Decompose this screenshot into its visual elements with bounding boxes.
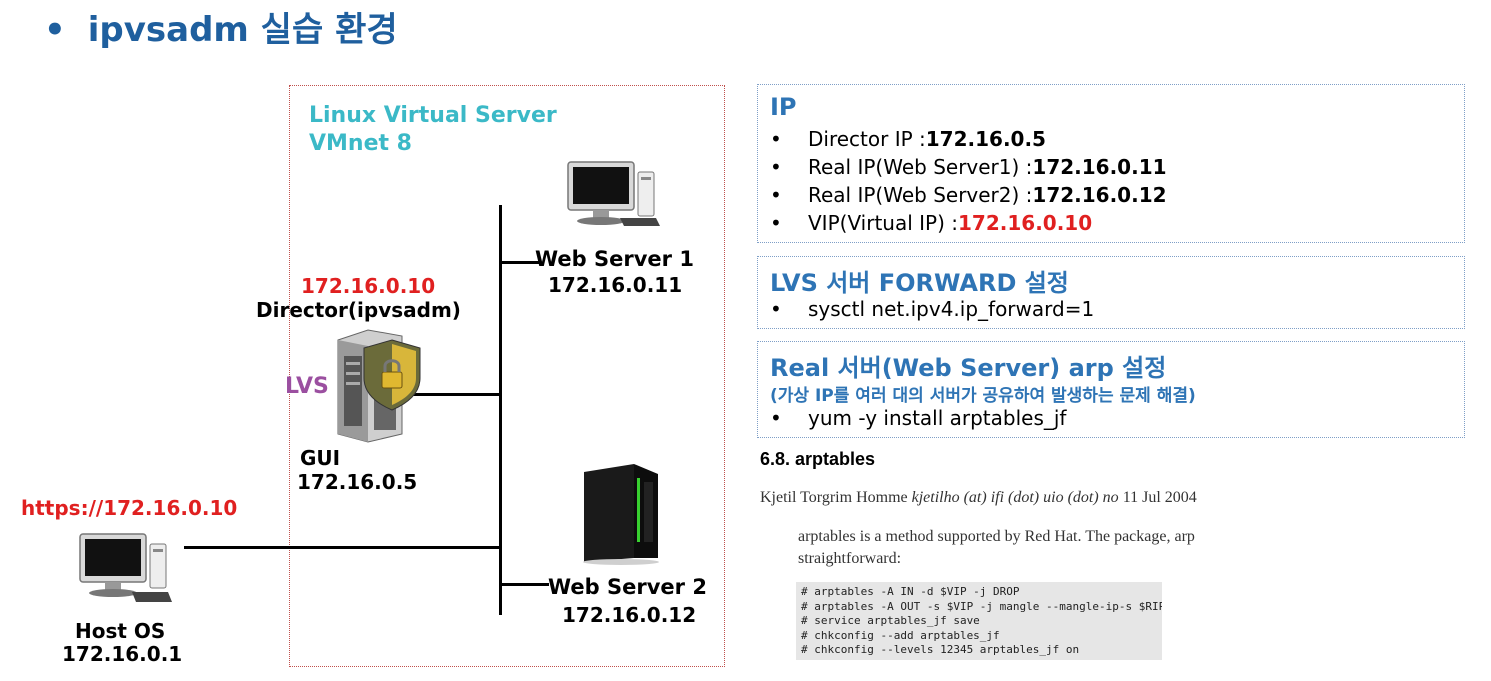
desktop-computer-icon — [567, 161, 660, 226]
list-item: • Director IP :172.16.0.5 — [770, 125, 1167, 153]
server-shield-icon — [337, 329, 421, 443]
code-line: # service arptables_jf save — [801, 614, 980, 628]
director-ip: 172.16.0.5 — [297, 470, 418, 494]
bullet: • — [770, 406, 782, 430]
code-block: # arptables -A IN -d $VIP -j DROP # arpt… — [796, 582, 1162, 660]
doc-email: kjetilho (at) ifi (dot) uio (dot) no — [911, 489, 1119, 506]
list-item: • sysctl net.ipv4.ip_forward=1 — [770, 295, 1094, 323]
code-line: # arptables -A OUT -s $VIP -j mangle --m… — [801, 599, 1162, 613]
desktop-computer-icon — [79, 533, 172, 602]
forward-command: sysctl net.ipv4.ip_forward=1 — [808, 297, 1095, 321]
list-item: • Real IP(Web Server1) :172.16.0.11 — [770, 153, 1167, 181]
director-link-line — [410, 393, 500, 396]
bullet: • — [770, 155, 782, 179]
forward-box-title: LVS 서버 FORWARD 설정 — [770, 269, 1069, 297]
forward-info-box: LVS 서버 FORWARD 설정 • sysctl net.ipv4.ip_fo… — [757, 256, 1465, 329]
ip-value: 172.16.0.12 — [1032, 183, 1167, 207]
host-name: Host OS — [75, 619, 166, 643]
ip-box-title: IP — [770, 93, 797, 121]
host-url: https://172.16.0.10 — [21, 496, 238, 520]
doc-paragraph-line2: straightforward: — [798, 550, 902, 567]
bullet: • — [770, 127, 782, 151]
bullet: • — [770, 297, 782, 321]
bullet: • — [770, 183, 782, 207]
lvs-label-line1: Linux Virtual Server — [309, 103, 557, 128]
doc-meta: Kjetil Torgrim Homme kjetilho (at) ifi (… — [760, 489, 1197, 507]
tower-server-icon — [583, 464, 659, 565]
title-bullet: • — [44, 10, 66, 50]
bullet: • — [770, 211, 782, 235]
page-title: • ipvsadm 실습 환경 — [44, 2, 398, 51]
web2-ip: 172.16.0.12 — [562, 603, 697, 627]
arp-info-box: Real 서버(Web Server) arp 설정 (가상 IP를 여러 대의… — [757, 341, 1465, 438]
ip-value: 172.16.0.5 — [925, 127, 1046, 151]
web2-link-line — [501, 583, 549, 586]
director-name: Director(ipvsadm) — [256, 298, 461, 322]
ip-label: VIP(Virtual IP) : — [808, 211, 959, 235]
code-line: # chkconfig --levels 12345 arptables_jf … — [801, 643, 1080, 657]
ip-label: Director IP : — [808, 127, 926, 151]
list-item: • VIP(Virtual IP) :172.16.0.10 — [770, 209, 1167, 237]
ip-label: Real IP(Web Server1) : — [808, 155, 1033, 179]
director-lvs-label: LVS — [285, 374, 329, 399]
lvs-label-line2: VMnet 8 — [309, 131, 412, 156]
doc-heading: 6.8. arptables — [760, 449, 876, 469]
lvs-network-frame — [289, 85, 725, 667]
web1-ip: 172.16.0.11 — [548, 273, 683, 297]
director-vip: 172.16.0.10 — [301, 274, 436, 298]
web1-link-line — [501, 261, 539, 264]
arp-box-title: Real 서버(Web Server) arp 설정 — [770, 354, 1167, 382]
arp-command: yum -y install arptables_jf — [808, 406, 1067, 430]
host-link-line — [184, 546, 500, 549]
arp-box-subtitle: (가상 IP를 여러 대의 서버가 공유하여 발생하는 문제 해결) — [770, 386, 1196, 406]
doc-date: 11 Jul 2004 — [1122, 489, 1197, 506]
vip-value: 172.16.0.10 — [958, 211, 1093, 235]
list-item: • Real IP(Web Server2) :172.16.0.12 — [770, 181, 1167, 209]
ip-label: Real IP(Web Server2) : — [808, 183, 1033, 207]
ip-value: 172.16.0.11 — [1032, 155, 1167, 179]
code-line: # arptables -A IN -d $VIP -j DROP — [801, 585, 1020, 598]
doc-paragraph-line1: arptables is a method supported by Red H… — [798, 528, 1195, 545]
title-text: ipvsadm 실습 환경 — [87, 10, 398, 50]
director-gui-label: GUI — [300, 446, 341, 470]
list-item: • yum -y install arptables_jf — [770, 404, 1066, 432]
doc-author: Kjetil Torgrim Homme — [760, 489, 908, 506]
code-line: # chkconfig --add arptables_jf — [801, 628, 1000, 642]
web1-name: Web Server 1 — [535, 247, 694, 271]
web2-name: Web Server 2 — [548, 575, 707, 599]
ip-list: • Director IP :172.16.0.5 • Real IP(Web Se… — [770, 125, 1167, 237]
doc-paragraph: arptables is a method supported by Red H… — [798, 526, 1254, 570]
ip-info-box: IP • Director IP :172.16.0.5 • Real IP(Web… — [757, 84, 1465, 243]
lvs-network-label: Linux Virtual Server VMnet 8 — [309, 102, 557, 158]
host-ip: 172.16.0.1 — [62, 642, 183, 666]
network-backbone-line — [499, 205, 502, 615]
